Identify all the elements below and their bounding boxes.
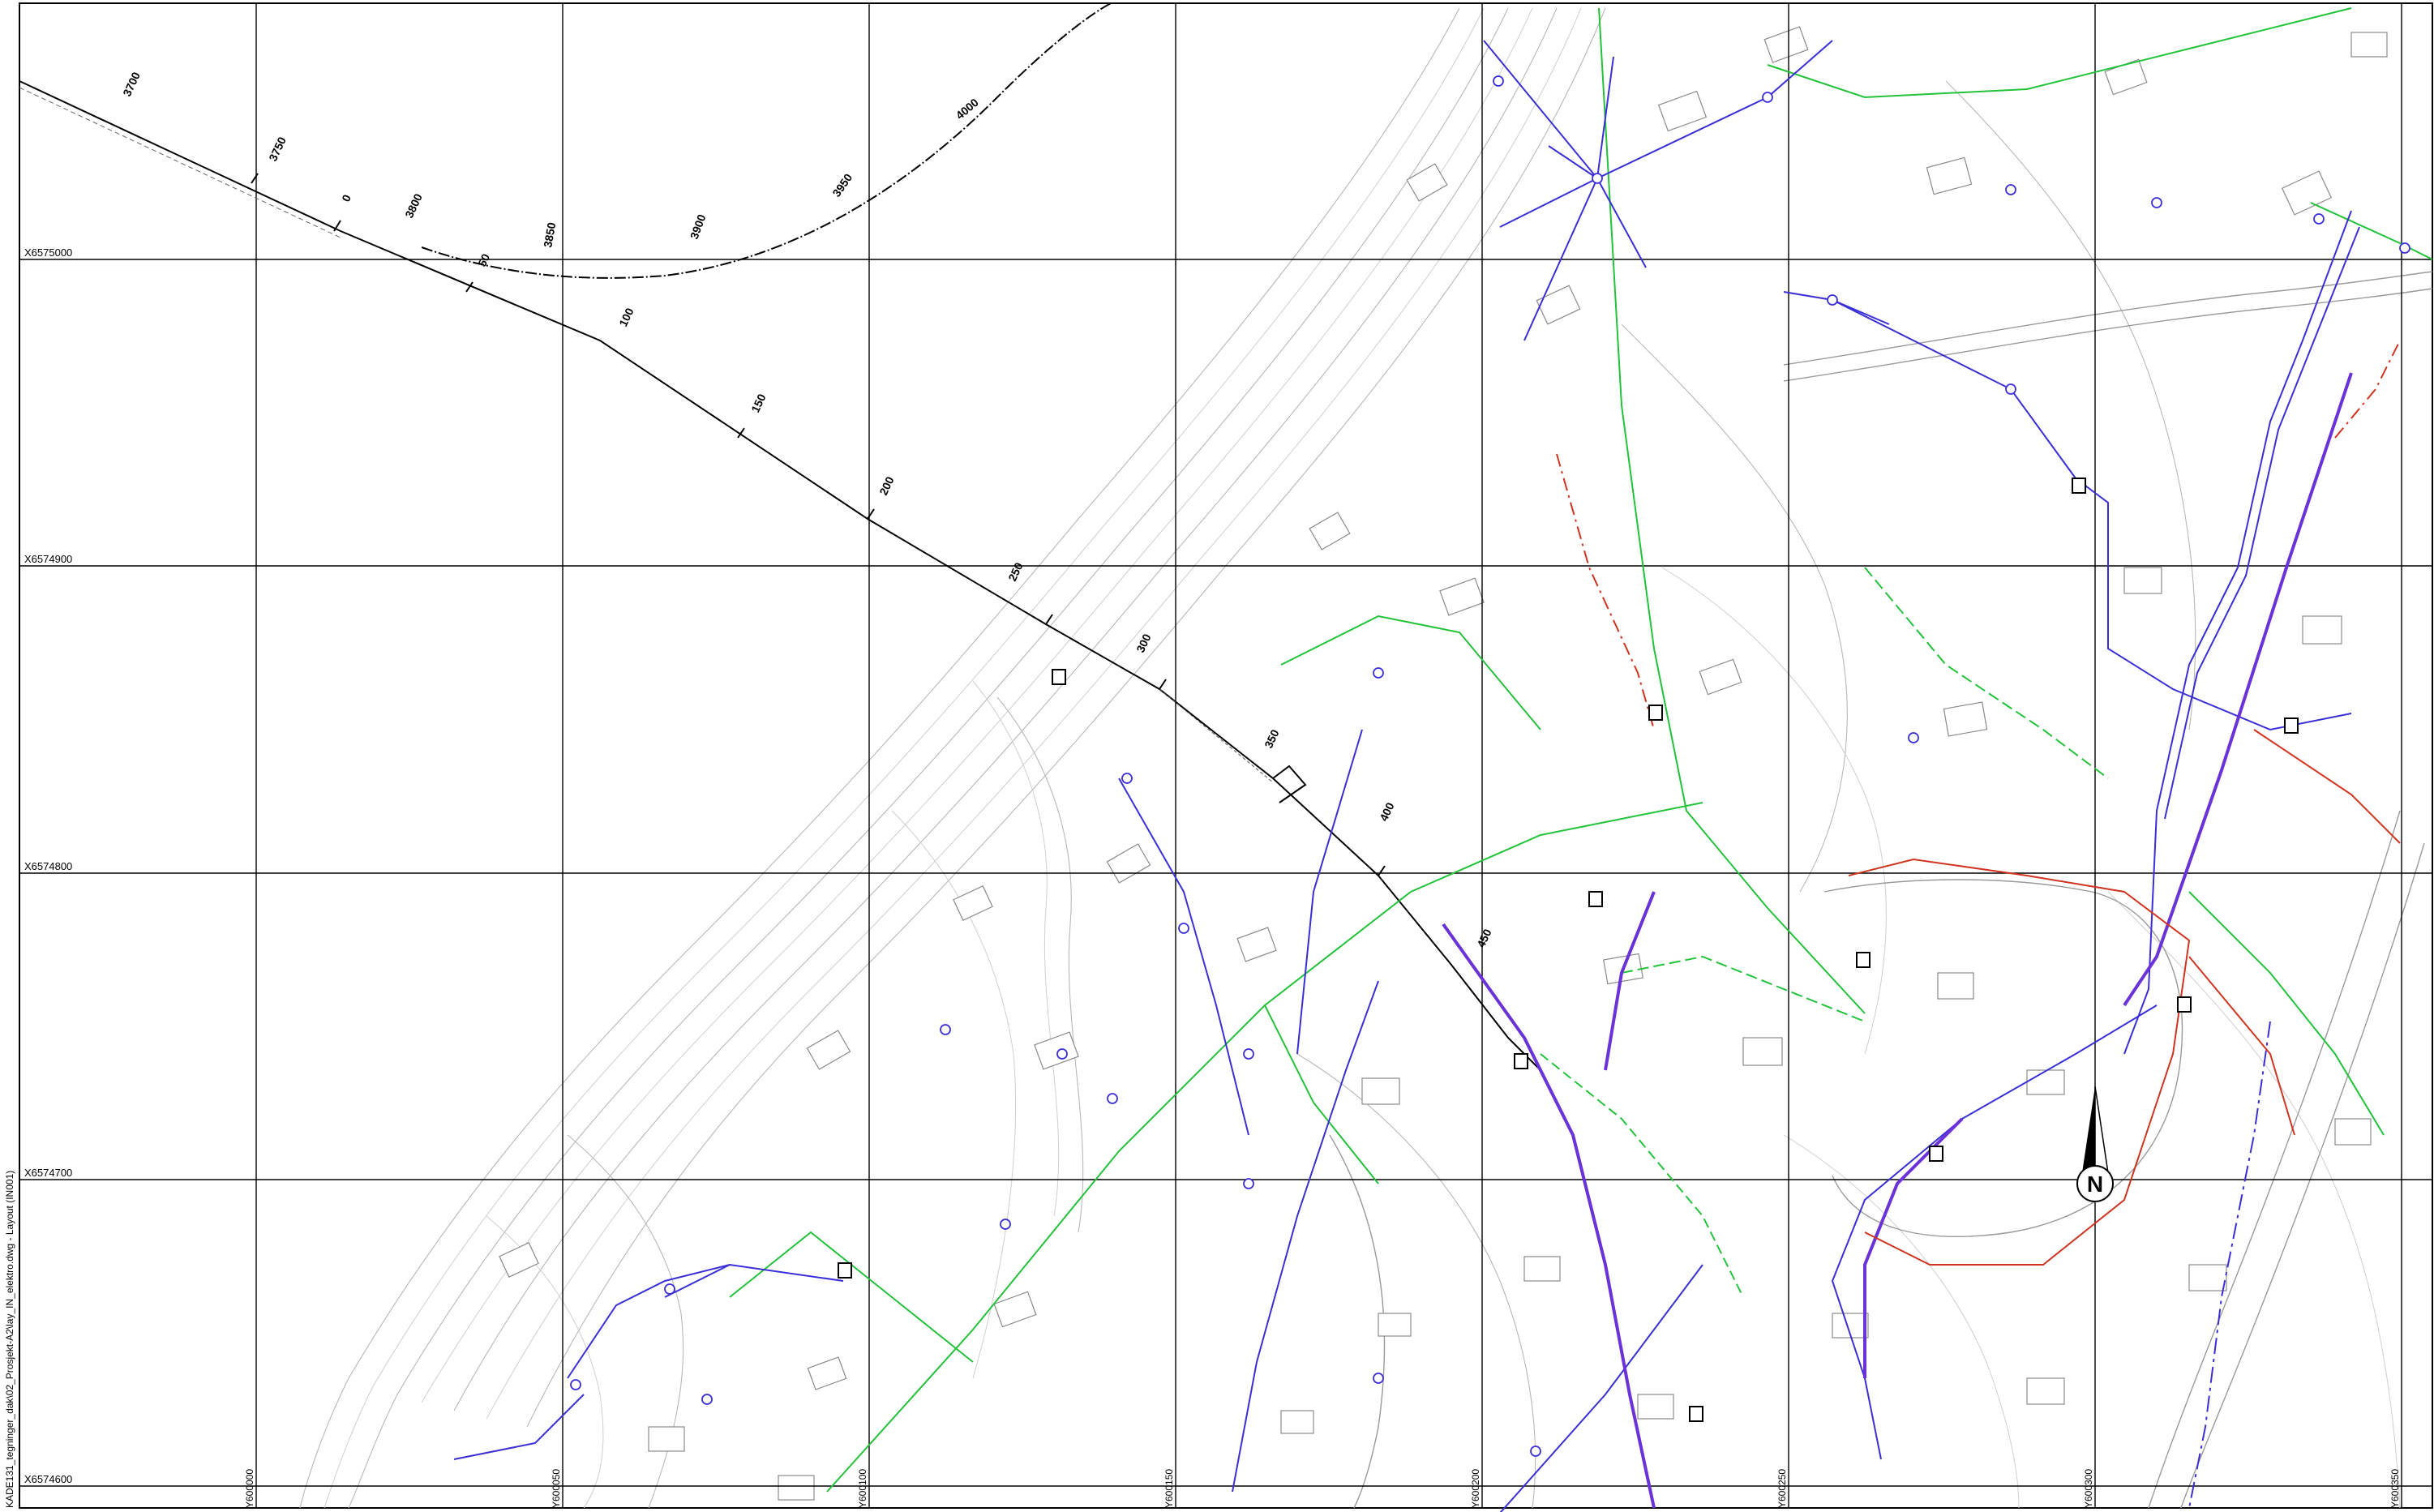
cabinet-symbol-icon — [1648, 705, 1663, 721]
y-label: Y600050 — [551, 1469, 562, 1508]
manhole-symbol-icon — [1827, 294, 1838, 306]
cabinet-symbol-icon — [1929, 1146, 1943, 1162]
cabinet-symbols — [838, 478, 2299, 1422]
manhole-symbol-icon — [1107, 1093, 1118, 1104]
cabinet-symbol-icon — [2072, 478, 2086, 494]
north-label: N — [2087, 1171, 2103, 1197]
roads — [1329, 271, 2433, 1509]
y-label: Y600100 — [857, 1469, 868, 1508]
manhole-symbol-icon — [1373, 1373, 1384, 1384]
utility-green-lines — [729, 7, 2433, 1493]
manhole-symbol-icon — [664, 1283, 675, 1295]
y-label: Y600150 — [1163, 1469, 1175, 1508]
x-coordinate-labels: X6575000 X6574900 X6574800 X6574700 X657… — [24, 246, 72, 1485]
cabinet-symbol-icon — [2284, 717, 2299, 734]
x-label: X6574700 — [24, 1167, 72, 1179]
manhole-symbol-icon — [701, 1394, 713, 1405]
manhole-symbol-icon — [1762, 92, 1773, 103]
manhole-symbol-icon — [1493, 75, 1504, 87]
cabinet-symbol-icon — [1689, 1406, 1703, 1422]
manhole-symbol-icon — [1592, 173, 1603, 184]
x-label: X6575000 — [24, 246, 72, 259]
y-label: Y600200 — [1470, 1469, 1481, 1508]
chainage-label: 3850 — [541, 221, 558, 249]
alignment-curve — [421, 2, 1112, 279]
x-label: X6574900 — [24, 553, 72, 565]
manhole-symbol-icon — [1530, 1446, 1541, 1457]
manhole-symbol-icon — [1243, 1048, 1254, 1060]
manhole-symbol-icon — [1373, 667, 1384, 679]
drawing-path-label: KADE131_tegninger_dak\02_Prosjekt-A2\lay… — [4, 1171, 15, 1508]
buildings — [499, 26, 2388, 1501]
manhole-symbol-icon — [1908, 732, 1919, 743]
utility-blue-lines — [453, 40, 2360, 1512]
manhole-symbol-icon — [1056, 1048, 1068, 1060]
manhole-symbol-icon — [570, 1379, 581, 1390]
x-label: X6574600 — [24, 1473, 72, 1485]
cabinet-symbol-icon — [838, 1262, 852, 1279]
cabinet-symbol-icon — [1514, 1053, 1528, 1069]
y-label: Y600300 — [2083, 1469, 2094, 1508]
manhole-symbol-icon — [2399, 242, 2410, 254]
manhole-symbol-icon — [2005, 383, 2016, 395]
manhole-symbol-icon — [2151, 197, 2162, 208]
manhole-symbol-icon — [1243, 1178, 1254, 1189]
y-label: Y600350 — [2389, 1469, 2401, 1508]
alignment-ticks — [251, 173, 1386, 876]
manhole-symbol-icon — [940, 1024, 951, 1035]
cabinet-symbol-icon — [1052, 669, 1066, 685]
utility-magenta-lines — [1442, 372, 2353, 1509]
x-label: X6574800 — [24, 860, 72, 872]
manhole-symbol-icon — [1178, 923, 1189, 934]
cabinet-symbol-icon — [1856, 952, 1870, 968]
drawing-frame — [19, 2, 2433, 1509]
y-coordinate-labels: Y600000 Y600050 Y600100 Y600150 Y600200 … — [244, 1469, 2401, 1508]
manhole-symbol-icon — [2313, 213, 2325, 225]
cabinet-symbol-icon — [1588, 891, 1603, 907]
coordinate-grid — [19, 3, 2432, 1508]
manhole-symbol-icon — [1121, 773, 1133, 784]
chainage-label: 50 — [475, 251, 492, 268]
y-label: Y600000 — [244, 1469, 255, 1508]
manhole-symbol-icon — [2005, 184, 2016, 195]
manhole-symbols — [570, 75, 2410, 1457]
manhole-symbol-icon — [1000, 1219, 1011, 1230]
cabinet-symbol-icon — [2177, 996, 2192, 1013]
north-arrow-icon: N — [2076, 1086, 2114, 1202]
y-label: Y600250 — [1776, 1469, 1788, 1508]
